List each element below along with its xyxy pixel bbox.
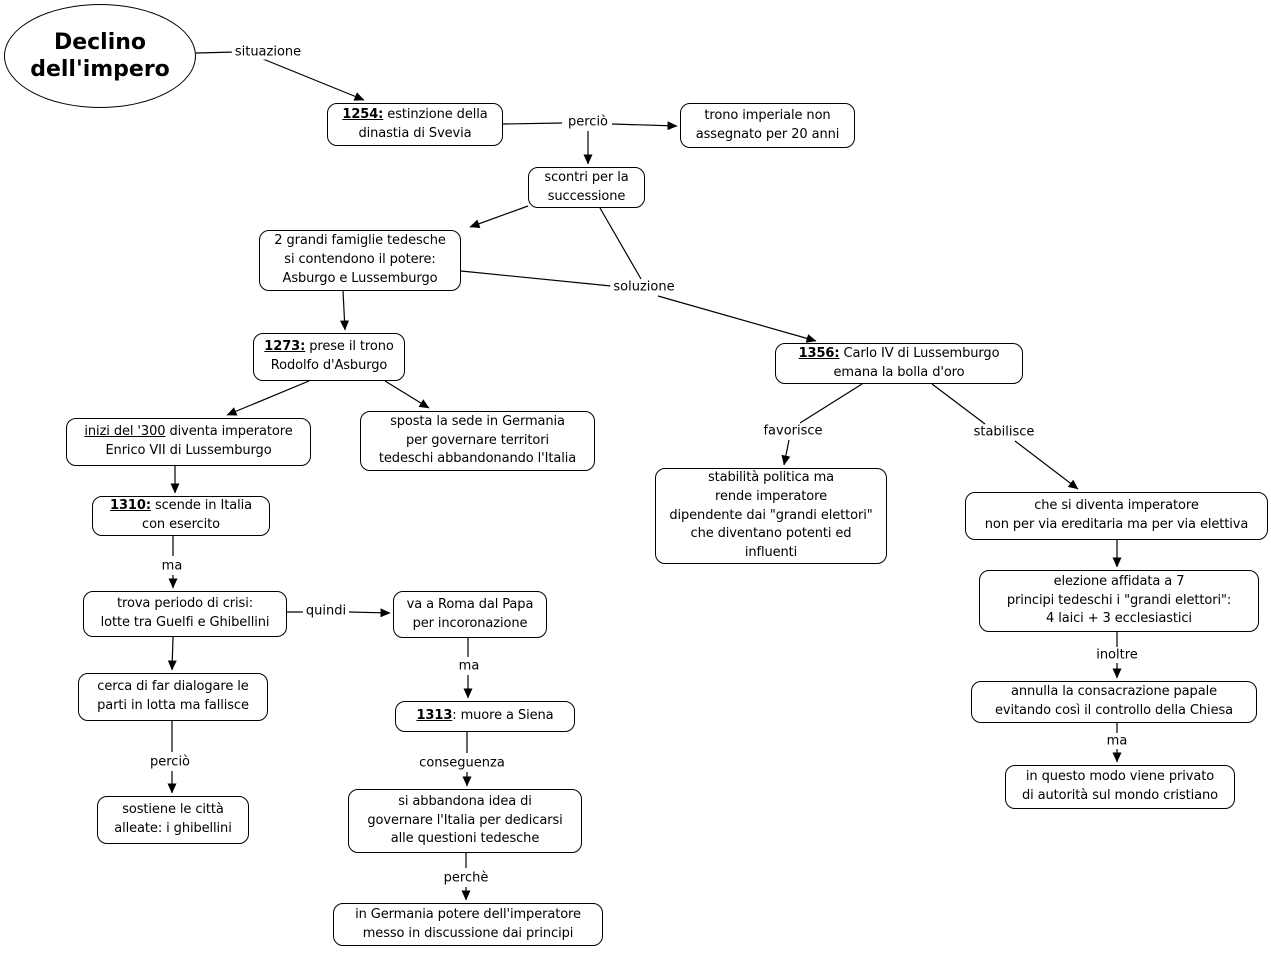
node-1310-scende-italia[interactable]: 1310: scende in Italia con esercito bbox=[92, 496, 270, 536]
node-dialogo-fallisce[interactable]: cerca di far dialogare le parti in lotta… bbox=[78, 673, 268, 721]
node-text: 1273: prese il trono Rodolfo d'Asburgo bbox=[264, 339, 394, 373]
link-label-ma-1[interactable]: ma bbox=[158, 558, 186, 574]
node-text: sposta la sede in Germania per governare… bbox=[378, 413, 577, 467]
node-text: inizi del '300 diventa imperatore Enrico… bbox=[84, 424, 293, 458]
node-text: in questo modo viene privato di autorità… bbox=[1021, 769, 1218, 803]
year-1273: 1273: bbox=[264, 339, 306, 355]
node-text: in Germania potere dell'imperatore messo… bbox=[355, 906, 581, 941]
node-elezione-7-principi[interactable]: elezione affidata a 7 principi tedeschi … bbox=[979, 570, 1259, 632]
node-enrico-vii[interactable]: inizi del '300 diventa imperatore Enrico… bbox=[66, 418, 311, 466]
edge-situazione-1254 bbox=[262, 58, 365, 101]
edge-1254-percio bbox=[502, 122, 563, 125]
link-label-situazione[interactable]: situazione bbox=[231, 44, 305, 60]
edge-1273-inizi bbox=[226, 380, 310, 416]
node-sostiene-ghibellini[interactable]: sostiene le città alleate: i ghibellini bbox=[97, 796, 249, 844]
node-1254-estinzione-svevia[interactable]: 1254: estinzione della dinastia di Svevi… bbox=[327, 103, 503, 146]
node-text: 1313: muore a Siena bbox=[416, 708, 554, 724]
node-text: sostiene le città alleate: i ghibellini bbox=[114, 802, 232, 836]
edge-famiglie-soluzione bbox=[460, 270, 612, 287]
link-label-percio-2[interactable]: perciò bbox=[146, 754, 194, 770]
edge-scontri-soluzione bbox=[599, 207, 642, 280]
node-annulla-consacrazione[interactable]: annulla la consacrazione papale evitando… bbox=[971, 681, 1257, 723]
node-potere-discusso-principi[interactable]: in Germania potere dell'imperatore messo… bbox=[333, 903, 603, 946]
year-1313: 1313 bbox=[416, 708, 453, 724]
node-sposta-sede-germania[interactable]: sposta la sede in Germania per governare… bbox=[360, 411, 595, 471]
node-1313-muore-siena[interactable]: 1313: muore a Siena bbox=[395, 701, 575, 732]
node-text: 1310: scende in Italia con esercito bbox=[110, 498, 252, 532]
connector-lines bbox=[167, 51, 1122, 901]
edge-trova-cerca bbox=[167, 636, 177, 671]
edge-soluzione-1356 bbox=[657, 295, 817, 343]
node-stabilita-grandi-elettori[interactable]: stabilità politica ma rende imperatore d… bbox=[655, 468, 887, 564]
node-text: stabilità politica ma rende imperatore d… bbox=[669, 469, 873, 561]
node-famiglie-tedesche[interactable]: 2 grandi famiglie tedesche si contendono… bbox=[259, 230, 461, 291]
inizi-300-underline: inizi del '300 bbox=[84, 424, 166, 440]
node-text: che si diventa imperatore non per via er… bbox=[984, 498, 1249, 532]
node-text: cerca di far dialogare le parti in lotta… bbox=[97, 679, 249, 713]
node-abbandona-italia[interactable]: si abbandona idea di governare l'Italia … bbox=[348, 789, 582, 853]
year-1356: 1356: bbox=[798, 345, 840, 361]
node-declino-impero[interactable]: Declino dell'impero bbox=[4, 4, 196, 108]
node-text: scontri per la successione bbox=[544, 169, 629, 204]
link-label-quindi[interactable]: quindi bbox=[302, 603, 350, 619]
edge-scontri-famiglie bbox=[469, 205, 529, 228]
edge-1356-stabilisce bbox=[931, 383, 986, 425]
edge-percio-trono bbox=[611, 121, 678, 131]
node-text: trono imperiale non assegnato per 20 ann… bbox=[695, 107, 840, 142]
link-label-inoltre[interactable]: inoltre bbox=[1093, 647, 1141, 663]
edge-root-situazione bbox=[195, 51, 237, 54]
edge-quindi-roma bbox=[348, 608, 391, 618]
node-text: 1356: Carlo IV di Lussemburgo emana la b… bbox=[798, 345, 1000, 380]
node-text: annulla la consacrazione papale evitando… bbox=[994, 684, 1234, 718]
node-roma-incoronazione[interactable]: va a Roma dal Papa per incoronazione bbox=[393, 591, 547, 638]
year-1310: 1310: bbox=[110, 498, 151, 514]
edge-1356-favorisce bbox=[799, 383, 863, 424]
node-text: si abbandona idea di governare l'Italia … bbox=[367, 793, 563, 847]
node-crisi-guelfi-ghibellini[interactable]: trova periodo di crisi: lotte tra Guelfi… bbox=[83, 591, 287, 637]
edge-famiglie-1273 bbox=[340, 290, 350, 331]
node-privato-autorita[interactable]: in questo modo viene privato di autorità… bbox=[1005, 765, 1235, 809]
year-1254: 1254: bbox=[342, 106, 384, 122]
link-label-ma-2[interactable]: ma bbox=[455, 658, 483, 674]
node-trono-non-assegnato[interactable]: trono imperiale non assegnato per 20 ann… bbox=[680, 103, 855, 148]
edge-favorisce-stabilita bbox=[781, 439, 791, 466]
node-1273-rodolfo-asburgo[interactable]: 1273: prese il trono Rodolfo d'Asburgo bbox=[253, 333, 405, 381]
node-text: 2 grandi famiglie tedesche si contendono… bbox=[274, 233, 446, 286]
node-scontri-successione[interactable]: scontri per la successione bbox=[528, 167, 645, 208]
node-text: 1254: estinzione della dinastia di Svevi… bbox=[342, 106, 488, 141]
link-label-percio-1[interactable]: perciò bbox=[564, 114, 612, 130]
node-text: va a Roma dal Papa per incoronazione bbox=[406, 596, 534, 631]
link-label-soluzione[interactable]: soluzione bbox=[610, 279, 678, 295]
link-label-ma-3[interactable]: ma bbox=[1103, 733, 1131, 749]
node-text: trova periodo di crisi: lotte tra Guelfi… bbox=[100, 596, 270, 630]
node-text: elezione affidata a 7 principi tedeschi … bbox=[1006, 573, 1232, 627]
link-label-favorisce[interactable]: favorisce bbox=[760, 423, 826, 439]
edge-stabilisce-che bbox=[1014, 440, 1079, 490]
link-label-stabilisce[interactable]: stabilisce bbox=[970, 424, 1038, 440]
node-declino-impero-text: Declino dell'impero bbox=[30, 29, 170, 83]
edge-1273-sposta bbox=[384, 380, 430, 409]
link-label-perche[interactable]: perchè bbox=[440, 870, 492, 886]
link-label-conseguenza[interactable]: conseguenza bbox=[416, 755, 508, 771]
node-1356-bolla-oro[interactable]: 1356: Carlo IV di Lussemburgo emana la b… bbox=[775, 343, 1023, 384]
node-imperatore-elettivo[interactable]: che si diventa imperatore non per via er… bbox=[965, 492, 1268, 540]
